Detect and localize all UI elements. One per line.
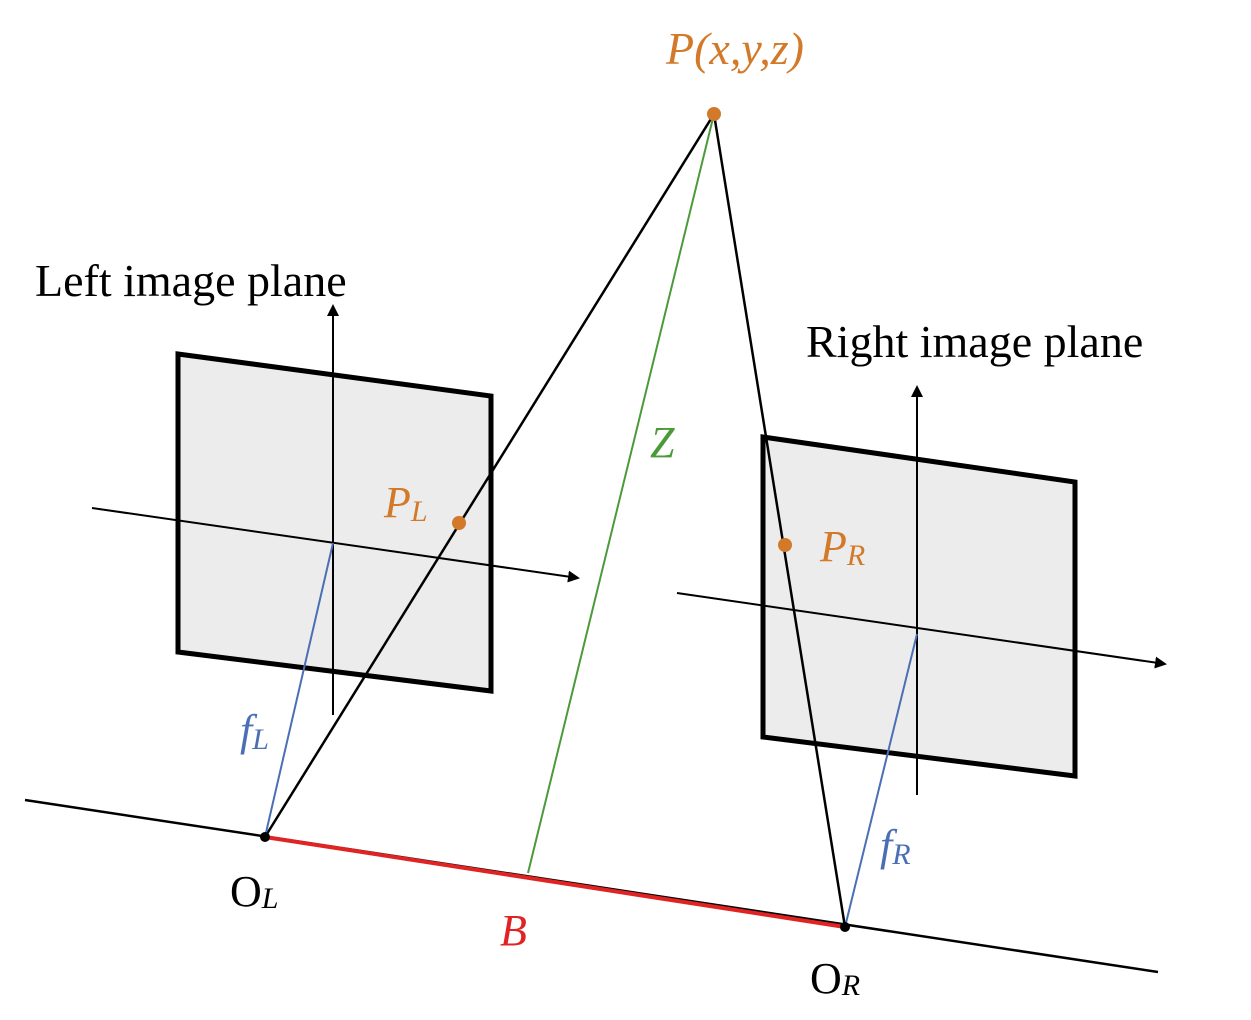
right-image-plane [760,434,1078,779]
label-fr: fR [880,821,911,871]
left-plane-horizontal-axis [91,507,580,583]
depth-line-z [527,113,715,874]
label-or-sub: R [841,969,860,1002]
label-pl-main: P [383,478,411,527]
label-point-p: P(x,y,z) [665,23,804,74]
label-pl-sub: L [410,495,428,528]
label-fl-sub: L [251,723,269,756]
label-pr-sub: R [846,539,865,572]
right-plane-horizontal-axis [676,592,1167,669]
point-pl [452,516,466,530]
label-fl: fL [240,706,269,756]
optical-center-right [840,922,850,932]
label-fr-sub: R [891,838,910,871]
label-or: OR [810,954,860,1003]
label-ol: OL [230,867,278,916]
optical-center-left [260,832,270,842]
label-ol-sub: L [261,882,279,915]
label-right-image-plane: Right image plane [806,316,1143,367]
point-p [707,107,721,121]
ray-left [263,113,716,838]
label-pl: PL [383,478,428,528]
label-ol-main: O [230,867,262,916]
label-b: B [500,906,527,955]
label-or-main: O [810,954,842,1003]
left-image-plane [175,351,494,694]
focal-length-left [264,542,334,838]
label-left-image-plane: Left image plane [35,255,347,306]
ray-right [712,113,847,928]
label-z: Z [650,418,675,467]
point-pr [778,538,792,552]
baseline-b [264,835,846,929]
focal-length-right [844,633,918,928]
label-pr: PR [819,522,865,572]
label-pr-main: P [819,522,847,571]
